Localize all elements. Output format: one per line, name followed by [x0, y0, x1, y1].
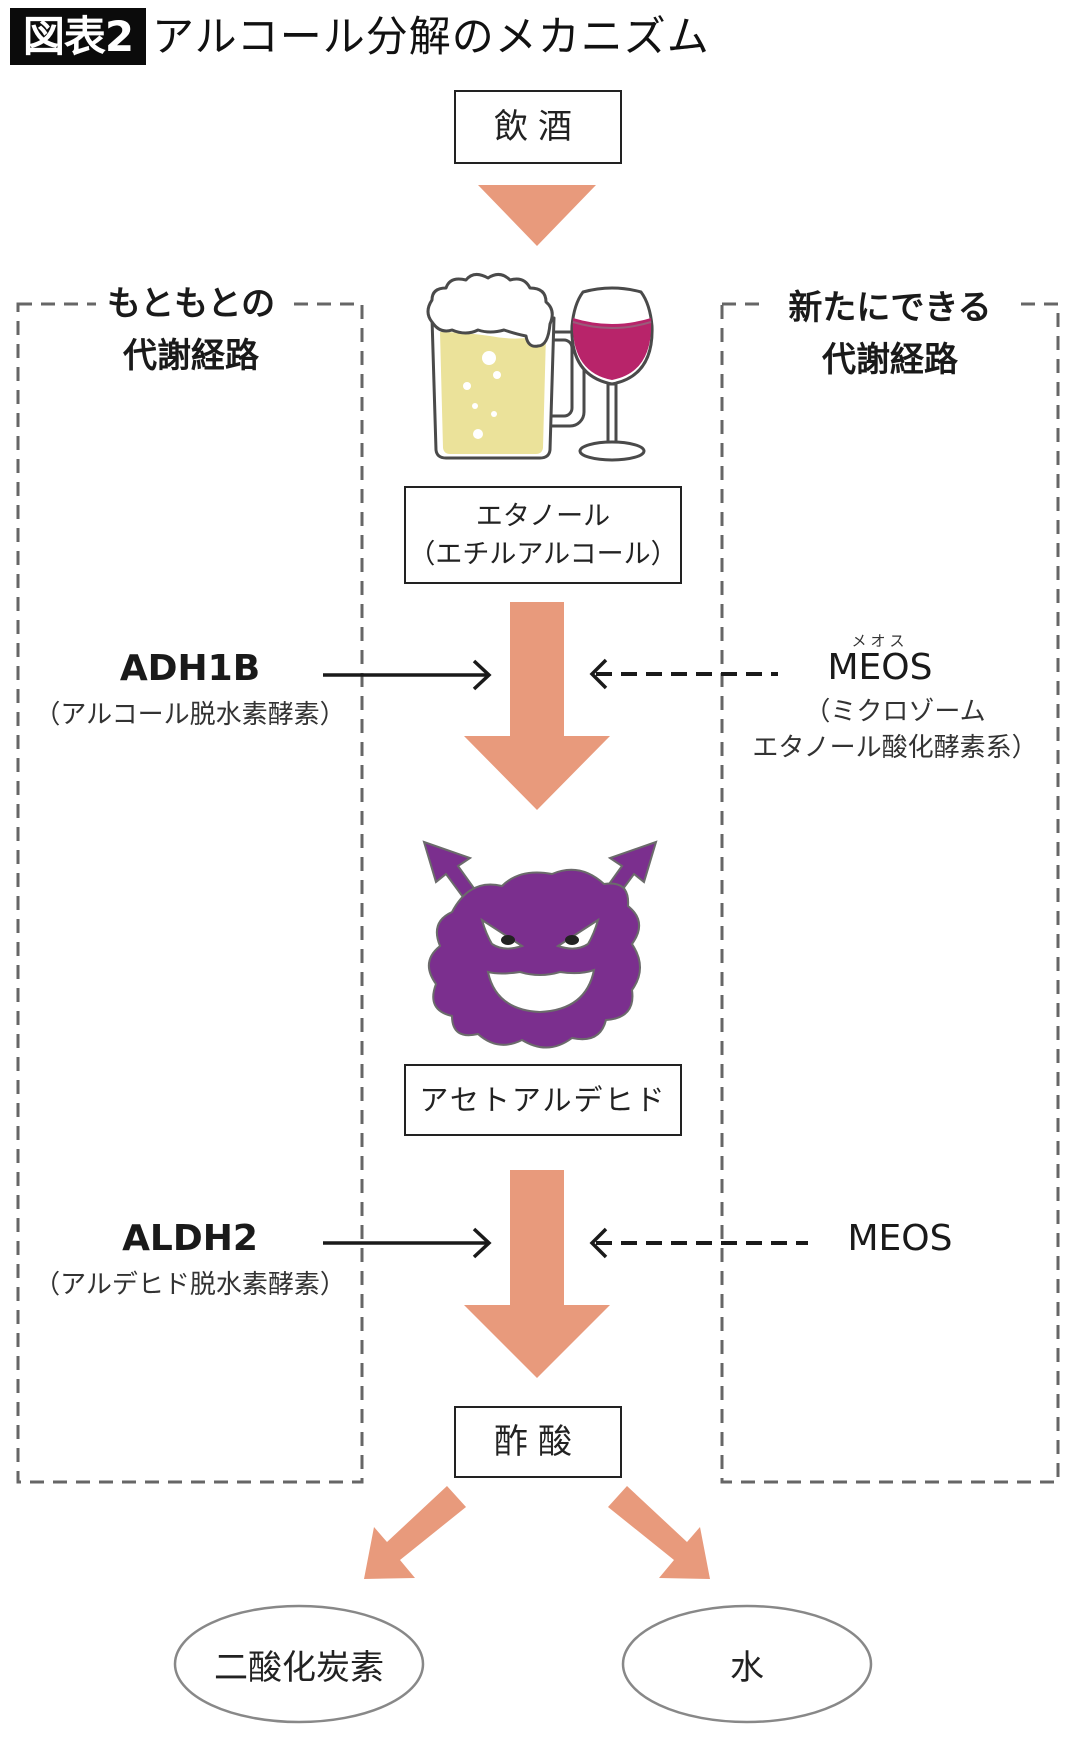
devil-face-icon: [422, 840, 658, 1049]
co2-label: 二酸化炭素: [214, 1648, 384, 1688]
acetaldehyde-to-acetic-arrow: [464, 1170, 610, 1378]
ethanol-label: エタノール: [475, 501, 611, 532]
acetic-acid-box: 酢酸: [454, 1406, 622, 1478]
co2-ellipse: [173, 1604, 425, 1724]
left-pathway-frame: [16, 302, 364, 1484]
right-pathway-frame: [720, 302, 1060, 1484]
aldh2-arrow: [323, 1227, 492, 1259]
meos2-label: MEOS: [847, 1218, 953, 1259]
water-label: 水: [730, 1648, 764, 1688]
meos-reading: メオス: [851, 632, 909, 650]
acetic-to-co2-arrow: [364, 1486, 466, 1579]
ethanol-alt-name: （エチルアルコール）: [408, 539, 678, 570]
meos1-description-line2: エタノール酸化酵素系）: [752, 733, 1038, 763]
adh1b-label: ADH1B: [119, 648, 261, 689]
adh1b-description: （アルコール脱水素酵素）: [34, 700, 346, 730]
aldh2-description: （アルデヒド脱水素酵素）: [34, 1270, 346, 1300]
left-pathway-title-line1: もともとの: [106, 284, 276, 324]
figure-number-badge: 図表2: [10, 8, 146, 65]
meos1-label: MEOS: [827, 647, 933, 688]
beer-mug-icon: [426, 273, 586, 460]
ethanol-box: エタノール （エチルアルコール）: [404, 486, 682, 584]
drinking-down-arrow: [478, 185, 596, 246]
adh1b-arrow: [323, 659, 492, 691]
left-pathway-title-line2: 代謝経路: [123, 336, 259, 376]
meos1-description-line1: （ミクロゾーム: [804, 697, 986, 727]
wine-glass-icon: [570, 286, 654, 462]
meos2-dashed-arrow: [589, 1227, 808, 1259]
ethanol-to-acetaldehyde-arrow: [464, 602, 610, 810]
left-pathway-title: もともとの 代謝経路: [96, 278, 286, 382]
right-pathway-title: 新たにできる 代謝経路: [768, 282, 1012, 386]
acetaldehyde-box: アセトアルデヒド: [404, 1064, 682, 1136]
acetic-to-water-arrow: [608, 1486, 710, 1579]
water-ellipse: [621, 1604, 873, 1724]
page-title: アルコール分解のメカニズム: [152, 12, 710, 61]
aldh2-label: ALDH2: [122, 1218, 258, 1259]
right-pathway-title-line1: 新たにできる: [788, 288, 992, 328]
meos1-dashed-arrow: [589, 658, 778, 690]
right-pathway-title-line2: 代謝経路: [822, 340, 958, 380]
drinking-box: 飲酒: [454, 90, 622, 164]
